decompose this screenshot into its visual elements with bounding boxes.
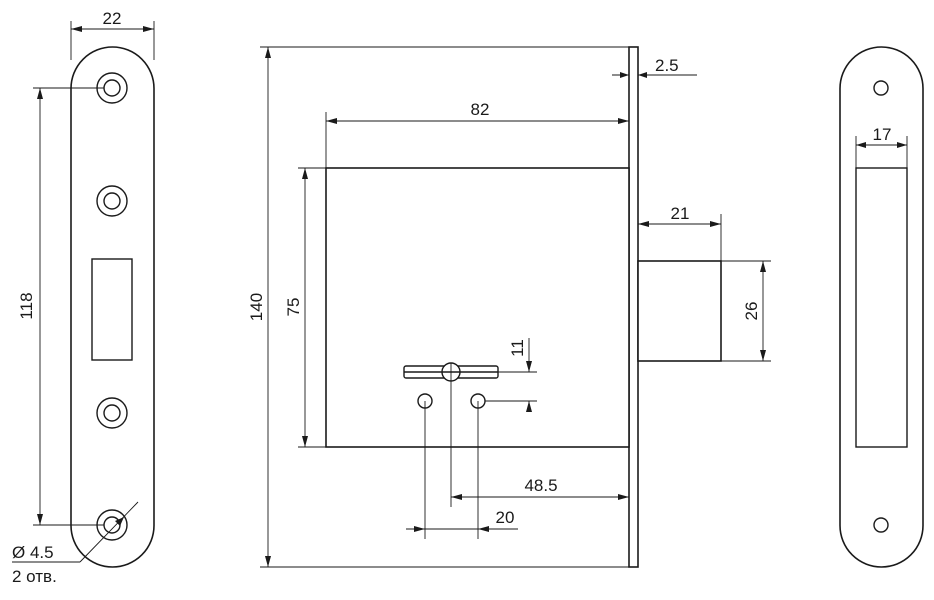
dim-label-48-5: 48.5 xyxy=(524,476,557,495)
dim-label-140: 140 xyxy=(247,293,266,321)
dim-label-11: 11 xyxy=(508,339,527,357)
strike-plate-outline xyxy=(839,46,924,568)
screw-hole-lower xyxy=(96,397,128,429)
strike-hole-bottom xyxy=(873,517,889,533)
dim-overall-height: 140 xyxy=(247,46,629,568)
dim-strike-opening-width: 17 xyxy=(855,125,908,168)
dim-label-26: 26 xyxy=(742,302,761,321)
dim-pin-spacing: 20 xyxy=(406,401,518,539)
dim-body-height: 75 xyxy=(284,167,326,448)
strike-plate-view: 17 xyxy=(839,46,924,568)
dim-label-82: 82 xyxy=(471,100,490,119)
dim-label-22: 22 xyxy=(103,9,122,28)
dim-label-118: 118 xyxy=(17,292,36,319)
lock-body-view: 140 2.5 82 75 xyxy=(247,46,771,568)
bolt-opening xyxy=(91,258,133,361)
dim-label-75: 75 xyxy=(284,298,303,317)
dim-front-plate-width: 22 xyxy=(70,9,155,60)
faceplate-edge xyxy=(628,46,639,568)
dim-label-hole-diameter: Ø 4.5 xyxy=(12,543,54,562)
dim-label-2-5: 2.5 xyxy=(655,56,679,75)
dim-label-20: 20 xyxy=(496,508,515,527)
dim-hole-spacing: 118 xyxy=(17,87,104,526)
lock-case xyxy=(325,167,630,448)
front-plate-view: 22 118 Ø 4.5 2 отв. xyxy=(12,9,155,586)
dim-bolt-projection: 21 xyxy=(638,204,722,261)
front-plate-outline xyxy=(70,46,155,568)
dim-faceplate-thickness: 2.5 xyxy=(612,56,697,78)
strike-hole-top xyxy=(873,80,889,96)
dim-bolt-height: 26 xyxy=(721,260,771,362)
dim-keyhole-offset: 11 xyxy=(485,338,537,412)
dim-backset: 48.5 xyxy=(450,363,629,507)
screw-hole-upper xyxy=(96,185,128,217)
deadbolt xyxy=(637,260,722,362)
dim-hole-diameter: Ø 4.5 2 отв. xyxy=(12,501,139,586)
dim-body-depth: 82 xyxy=(325,100,629,168)
strike-opening xyxy=(855,167,908,448)
dim-label-21: 21 xyxy=(671,204,690,223)
hole-count-note: 2 отв. xyxy=(12,567,57,586)
dim-label-17: 17 xyxy=(873,125,892,144)
